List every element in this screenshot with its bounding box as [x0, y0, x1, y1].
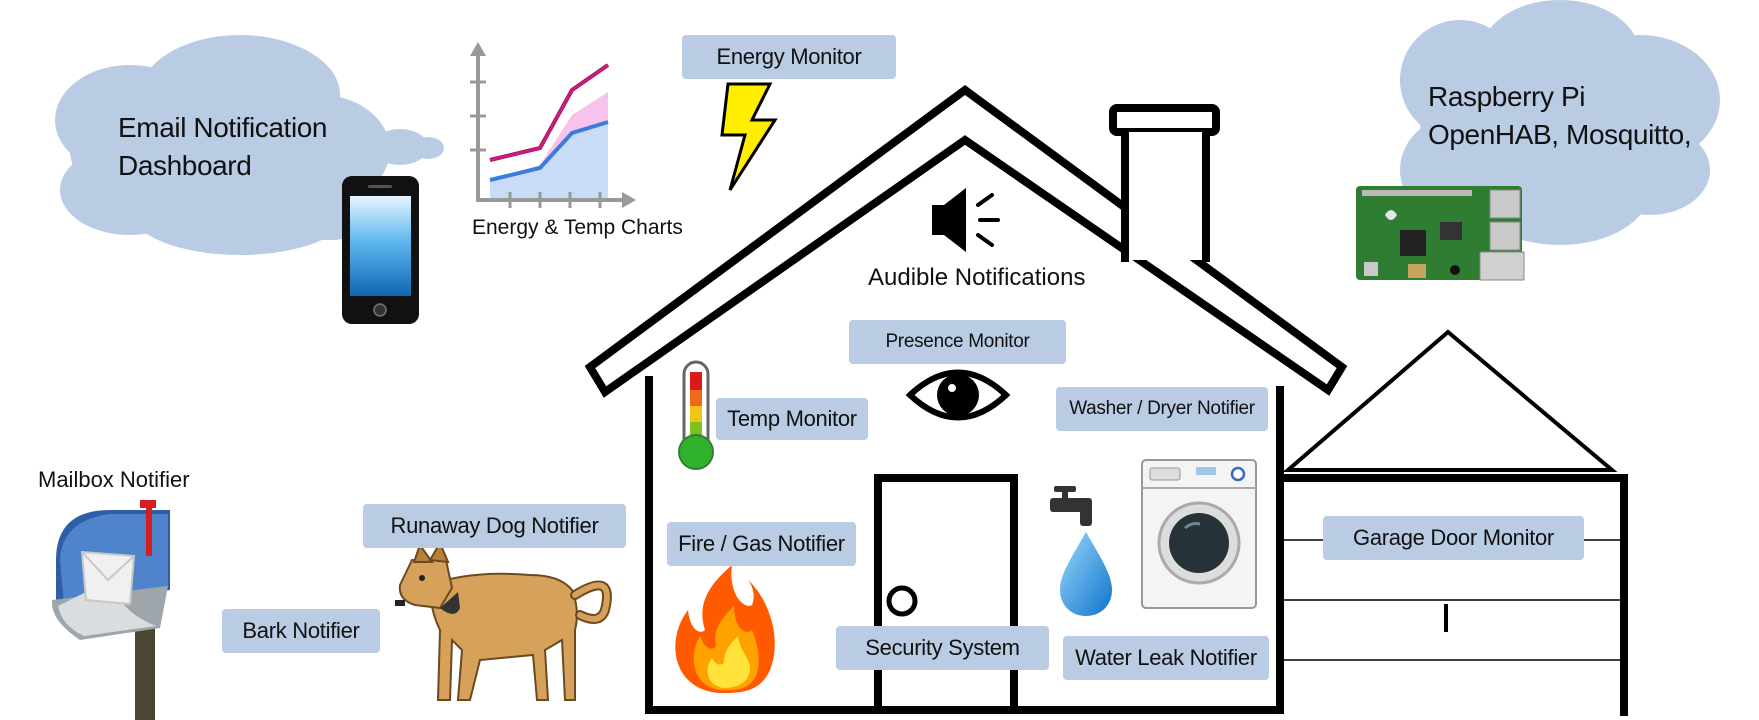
line-chart-icon: [470, 42, 636, 208]
washing-machine-icon: [1141, 459, 1257, 609]
house-icon: [584, 85, 1348, 714]
dog-icon: [395, 540, 612, 701]
mailbox-icon: [51, 500, 170, 720]
security-system-label: Security System: [836, 626, 1049, 670]
cloud-icon: [55, 35, 444, 255]
washer-dryer-notifier-label: Washer / Dryer Notifier: [1056, 387, 1268, 431]
water-leak-notifier-label: Water Leak Notifier: [1063, 636, 1269, 680]
cloud-text-line: Email Notification: [118, 112, 328, 143]
smartphone-icon: [342, 176, 419, 324]
raspberry-pi-board-icon: [1356, 186, 1525, 281]
raspberry-pi-cloud-text: Raspberry Pi OpenHAB, Mosquitto,: [1428, 78, 1692, 154]
faucet-icon: [1050, 486, 1092, 526]
cloud-text-line: Dashboard: [118, 150, 252, 181]
temp-monitor-label: Temp Monitor: [716, 398, 868, 440]
water-drop-icon: [1060, 532, 1112, 616]
email-dashboard-cloud-text: Email Notification Dashboard: [118, 109, 328, 185]
garage-door-monitor-label: Garage Door Monitor: [1323, 516, 1584, 560]
garage-icon: [1280, 329, 1628, 716]
cloud-text-line: OpenHAB, Mosquitto,: [1428, 119, 1692, 150]
bark-notifier-label: Bark Notifier: [222, 609, 380, 653]
mailbox-notifier-caption: Mailbox Notifier: [38, 467, 190, 492]
presence-monitor-label: Presence Monitor: [849, 320, 1066, 364]
thermometer-icon: [678, 360, 714, 470]
speaker-icon: [932, 188, 1000, 252]
runaway-dog-notifier-label: Runaway Dog Notifier: [363, 504, 626, 548]
flame-icon: [675, 565, 775, 694]
eye-icon: [905, 369, 1011, 421]
fire-gas-notifier-label: Fire / Gas Notifier: [667, 522, 856, 566]
energy-monitor-label: Energy Monitor: [682, 35, 896, 79]
charts-caption: Energy & Temp Charts: [472, 216, 683, 239]
cloud-text-line: Raspberry Pi: [1428, 81, 1586, 112]
lightning-bolt-icon: [720, 82, 778, 191]
audible-notifications-caption: Audible Notifications: [868, 264, 1086, 291]
